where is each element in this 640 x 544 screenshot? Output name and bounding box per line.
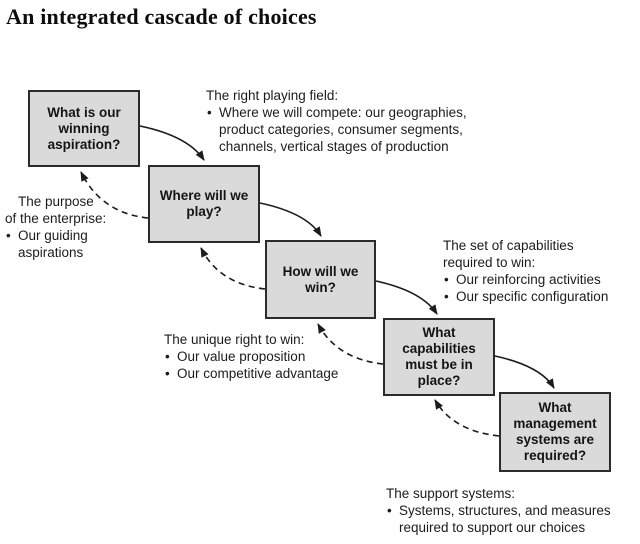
note-bullet: Our guiding aspirations	[5, 227, 135, 261]
note-purpose-of-enterprise: The purpose of the enterprise: Our guidi…	[5, 193, 135, 261]
box-how-to-win: How will we win?	[265, 240, 376, 319]
note-bullet: Our reinforcing activities	[443, 271, 640, 288]
note-bullet: Our value proposition	[164, 348, 394, 365]
note-heading: The set of capabilities required to win:	[443, 238, 574, 270]
box-label: Where will we play?	[159, 188, 249, 219]
note-bullet: Systems, structures, and measures requir…	[386, 502, 640, 536]
box-management-systems: What management systems are required?	[499, 392, 611, 472]
dashed-feedback-arrow-4	[434, 399, 500, 437]
note-heading: The purpose of the enterprise:	[5, 194, 107, 226]
solid-arrow-2	[259, 202, 322, 237]
note-bullet: Our competitive advantage	[164, 365, 394, 382]
box-capabilities: What capabilities must be in place?	[383, 318, 495, 396]
box-label: How will we win?	[282, 263, 359, 295]
solid-arrow-1	[139, 125, 205, 161]
note-heading: The right playing field:	[206, 88, 339, 103]
box-label: What is our winning aspiration?	[47, 104, 121, 152]
page-title: An integrated cascade of choices	[6, 4, 317, 29]
note-heading: The support systems:	[386, 486, 516, 501]
note-support-systems: The support systems: Systems, structures…	[386, 485, 640, 536]
dashed-feedback-arrow-2	[200, 247, 266, 290]
note-bullet: Our specific configuration	[443, 288, 640, 305]
note-right-playing-field: The right playing field: Where we will c…	[206, 87, 536, 155]
box-label: What capabilities must be in place?	[402, 325, 476, 388]
solid-arrow-4	[494, 355, 555, 389]
box-label: What management systems are required?	[513, 400, 597, 463]
note-bullet: Where we will compete: our geographies, …	[206, 104, 536, 155]
solid-arrow-3	[375, 280, 438, 315]
box-where-to-play: Where will we play?	[148, 165, 260, 243]
note-unique-right-to-win: The unique right to win: Our value propo…	[164, 331, 394, 382]
note-set-of-capabilities: The set of capabilities required to win:…	[443, 237, 640, 305]
box-winning-aspiration: What is our winning aspiration?	[28, 90, 140, 167]
note-heading: The unique right to win:	[164, 332, 305, 347]
